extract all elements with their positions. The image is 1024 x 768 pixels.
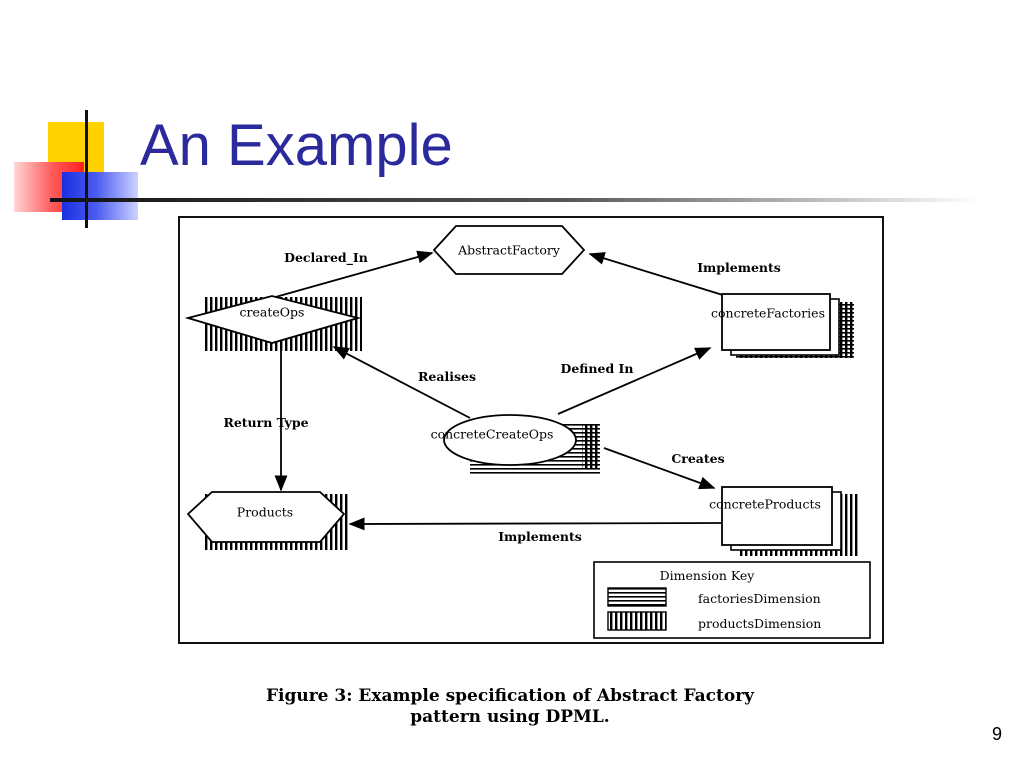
node-concrete-factories: concreteFactories xyxy=(711,293,854,360)
node-label-products: Products xyxy=(237,505,293,520)
node-label-abstract-factory: AbstractFactory xyxy=(457,243,561,258)
dimension-key-title: Dimension Key xyxy=(660,568,756,583)
edge-defined-in xyxy=(557,347,712,415)
edge-label-realises: Realises xyxy=(418,369,476,384)
edge-label-creates: Creates xyxy=(671,451,724,466)
factories-dimension-label: factoriesDimension xyxy=(698,591,821,606)
node-label-concrete-products: concreteProducts xyxy=(709,497,821,512)
slide-title: An Example xyxy=(140,113,453,178)
figure-caption: Figure 3: Example specification of Abstr… xyxy=(150,686,870,728)
edge-label-declared-in: Declared_In xyxy=(284,250,368,266)
edge-realises xyxy=(332,346,471,419)
edge-implements-top xyxy=(588,252,727,297)
title-underline xyxy=(50,198,980,202)
edge-label-implements-top: Implements xyxy=(697,260,781,275)
products-dimension-label: productsDimension xyxy=(698,616,821,631)
node-concrete-products: concreteProducts xyxy=(709,486,858,556)
node-products: Products xyxy=(186,491,350,550)
node-abstract-factory: AbstractFactory xyxy=(432,225,586,275)
figure-caption-line-2: pattern using DPML. xyxy=(410,707,610,727)
decorative-blue-square xyxy=(62,172,138,220)
node-label-concrete-factories: concreteFactories xyxy=(711,306,825,321)
products-dimension-swatch xyxy=(607,611,667,631)
node-label-concrete-create-ops: concreteCreateOps xyxy=(431,427,554,442)
node-create-ops: createOps xyxy=(184,295,362,351)
figure-caption-line-1: Figure 3: Example specification of Abstr… xyxy=(265,686,755,706)
edge-implements-bottom xyxy=(348,517,723,531)
factories-dimension-swatch xyxy=(607,587,667,607)
edge-declared-in xyxy=(271,250,434,299)
edge-label-implements-bottom: Implements xyxy=(498,529,582,544)
dimension-key: Dimension Key factoriesDimension product… xyxy=(593,561,871,639)
edge-label-return-type: Return Type xyxy=(223,415,308,430)
edge-label-defined-in: Defined In xyxy=(561,361,634,376)
decorative-vertical-line xyxy=(85,110,88,228)
node-label-create-ops: createOps xyxy=(240,305,305,320)
node-concrete-create-ops: concreteCreateOps xyxy=(431,414,600,476)
edge-creates xyxy=(603,447,716,490)
page-number: 9 xyxy=(991,724,1002,744)
